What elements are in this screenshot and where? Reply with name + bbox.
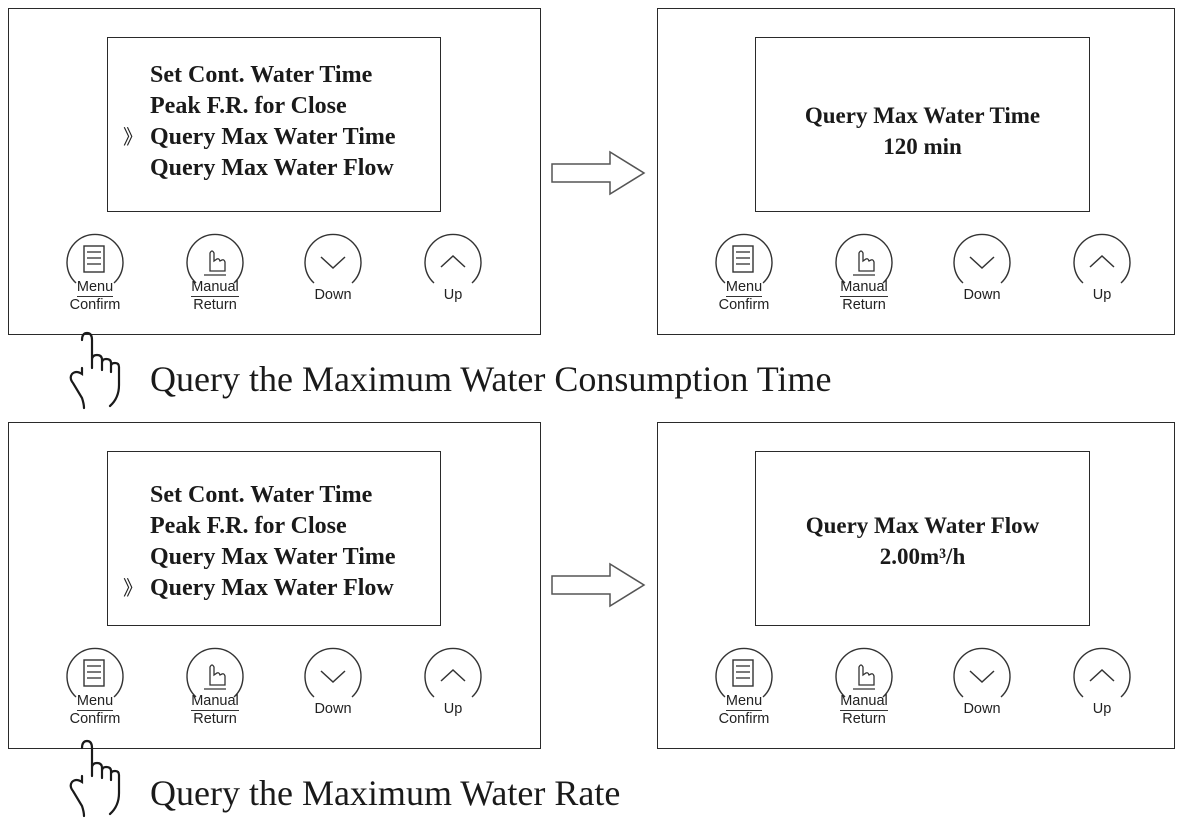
result-value: 120 min <box>883 134 962 159</box>
up-label: Up <box>1092 701 1112 717</box>
menu-item[interactable]: Set Cont. Water Time <box>150 482 373 508</box>
manual-return-button[interactable] <box>833 231 895 293</box>
menu-list-icon <box>66 233 124 284</box>
caption-max-water-rate: Query the Maximum Water Rate <box>150 773 621 813</box>
chevron-up-icon <box>424 233 482 284</box>
lcd-screen-result: Query Max Water Flow 2.00m³/h <box>755 451 1090 626</box>
transition-arrow-icon <box>551 562 646 608</box>
menu-item-selected[interactable]: 》Query Max Water Time <box>123 122 440 153</box>
manual-return-button[interactable] <box>184 231 246 293</box>
chevron-down-icon <box>304 233 362 284</box>
hand-pointer-icon <box>835 647 893 698</box>
manual-return-button[interactable] <box>833 645 895 707</box>
up-button[interactable] <box>422 645 484 707</box>
down-label: Down <box>314 701 352 717</box>
selector-icon: 》 <box>123 125 143 149</box>
transition-arrow-icon <box>551 150 646 196</box>
menu-confirm-button[interactable] <box>713 645 775 707</box>
result-title: Query Max Water Time <box>804 103 1041 128</box>
menu-list: Set Cont. Water Time Peak F.R. for Close… <box>123 480 440 604</box>
down-label: Down <box>314 287 352 303</box>
menu-confirm-button[interactable] <box>64 645 126 707</box>
up-label: Up <box>443 701 463 717</box>
menu-item[interactable]: Peak F.R. for Close <box>150 513 347 539</box>
manual-return-button[interactable] <box>184 645 246 707</box>
down-button[interactable] <box>302 645 364 707</box>
up-button[interactable] <box>1071 231 1133 293</box>
menu-list-icon <box>66 647 124 698</box>
lcd-screen-result: Query Max Water Time 120 min <box>755 37 1090 212</box>
menu-item[interactable]: Set Cont. Water Time <box>150 62 373 88</box>
result-value: 2.00m³/h <box>879 544 966 569</box>
lcd-screen-menu: Set Cont. Water Time Peak F.R. for Close… <box>107 37 441 212</box>
caption-max-water-time: Query the Maximum Water Consumption Time <box>150 359 832 399</box>
menu-item[interactable]: Peak F.R. for Close <box>150 93 347 119</box>
up-label: Up <box>443 287 463 303</box>
controller-panel-menu: Set Cont. Water Time Peak F.R. for Close… <box>8 422 541 749</box>
up-button[interactable] <box>422 231 484 293</box>
menu-item[interactable]: Query Max Water Time <box>150 544 396 570</box>
down-label: Down <box>963 287 1001 303</box>
chevron-up-icon <box>1073 647 1131 698</box>
chevron-up-icon <box>424 647 482 698</box>
chevron-down-icon <box>953 233 1011 284</box>
menu-list-icon <box>715 647 773 698</box>
controller-panel-menu: Set Cont. Water Time Peak F.R. for Close… <box>8 8 541 335</box>
down-label: Down <box>963 701 1001 717</box>
menu-list-icon <box>715 233 773 284</box>
menu-item[interactable]: Query Max Water Flow <box>150 155 394 181</box>
hand-pointer-icon <box>186 233 244 284</box>
hand-pointer-icon <box>835 233 893 284</box>
up-button[interactable] <box>1071 645 1133 707</box>
result-title: Query Max Water Flow <box>805 513 1040 538</box>
down-button[interactable] <box>951 231 1013 293</box>
down-button[interactable] <box>951 645 1013 707</box>
menu-confirm-button[interactable] <box>713 231 775 293</box>
menu-list: Set Cont. Water Time Peak F.R. for Close… <box>123 60 440 184</box>
lcd-screen-menu: Set Cont. Water Time Peak F.R. for Close… <box>107 451 441 626</box>
pressing-hand-icon <box>69 331 121 410</box>
menu-confirm-button[interactable] <box>64 231 126 293</box>
hand-pointer-icon <box>186 647 244 698</box>
up-label: Up <box>1092 287 1112 303</box>
chevron-down-icon <box>304 647 362 698</box>
chevron-up-icon <box>1073 233 1131 284</box>
pressing-hand-icon <box>69 739 121 818</box>
down-button[interactable] <box>302 231 364 293</box>
chevron-down-icon <box>953 647 1011 698</box>
menu-item-selected[interactable]: 》Query Max Water Flow <box>123 573 440 604</box>
selector-icon: 》 <box>123 576 143 600</box>
